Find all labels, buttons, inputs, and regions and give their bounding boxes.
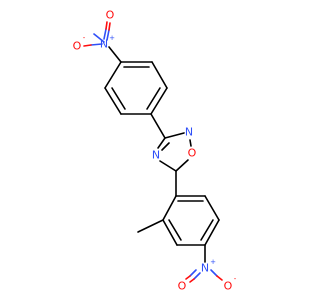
top-nitro-oxygen-charge: - <box>83 34 86 42</box>
methyl-bond <box>137 219 164 233</box>
oxadiazole-ring <box>157 132 192 172</box>
oxadiazole-nitrogen-left: N <box>152 149 160 162</box>
top-nitro-group <box>83 21 122 63</box>
top-nitro-nitrogen: N <box>100 38 108 51</box>
top-nitro-oxygen-charged: O <box>73 40 82 53</box>
bottom-nitro-oxygen-left: O <box>178 280 187 293</box>
bottom-nitro-group <box>185 244 223 283</box>
bottom-nitro-nitrogen: N <box>201 262 209 275</box>
oxadiazole-nitrogen-right: N <box>185 126 193 139</box>
bottom-phenyl-ring <box>162 195 220 246</box>
top-nitro-oxygen: O <box>106 9 115 22</box>
molecule-structure: O - N + O N N O N + O O - <box>73 9 237 293</box>
oxadiazole-oxygen: O <box>188 147 197 160</box>
top-phenyl-ring <box>104 61 168 115</box>
bottom-nitro-nitrogen-charge: + <box>210 258 216 266</box>
bottom-nitro-oxygen-charge: - <box>234 275 237 283</box>
ring-link-bond <box>150 113 166 139</box>
top-nitro-nitrogen-charge: + <box>109 34 115 42</box>
bottom-nitro-oxygen-right: O <box>224 280 233 293</box>
